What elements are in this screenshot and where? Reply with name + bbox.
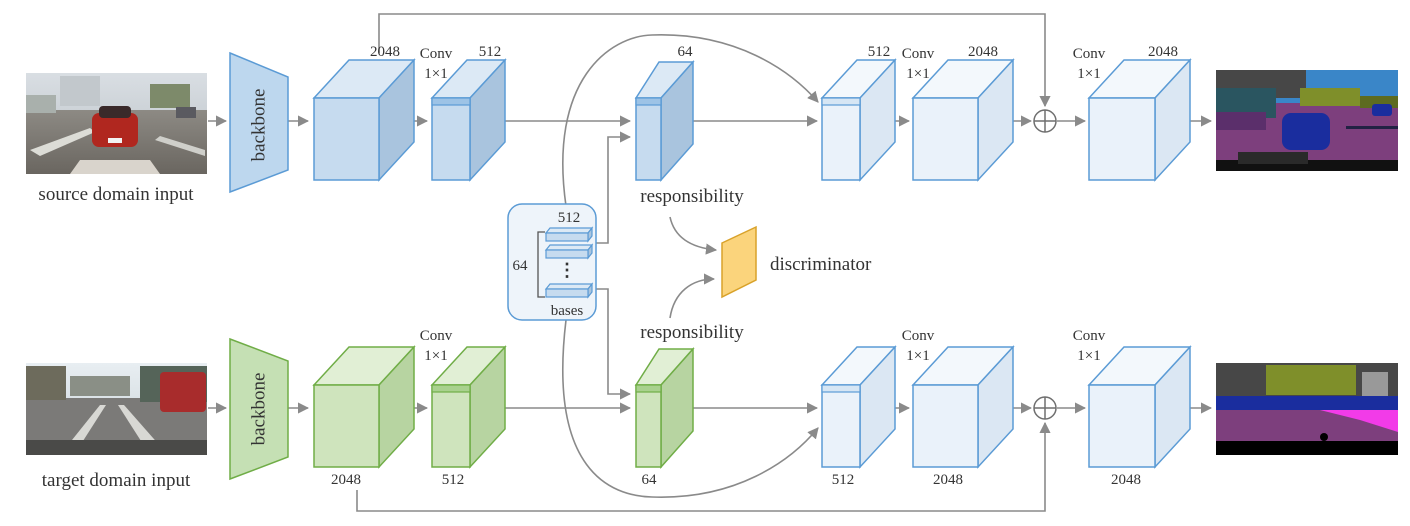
source-segmentation bbox=[1216, 70, 1398, 171]
bases-ellipsis: ⋮ bbox=[558, 260, 576, 280]
label-conv-source-2: Conv bbox=[902, 46, 935, 62]
bases-box bbox=[507, 203, 597, 321]
label-source-up-512: 512 bbox=[868, 44, 891, 60]
svg-text:backbone: backbone bbox=[249, 89, 270, 162]
svg-text:backbone: backbone bbox=[249, 373, 270, 446]
backbone-source: backbone bbox=[229, 51, 289, 194]
responsibility-label-top: responsibility bbox=[640, 186, 744, 207]
cube-source-64 bbox=[634, 60, 695, 182]
cube-source-512 bbox=[430, 58, 507, 182]
label-conv-source-2b: 1×1 bbox=[906, 66, 929, 82]
label-conv-source-1b: 1×1 bbox=[424, 66, 447, 82]
target-image bbox=[26, 363, 207, 455]
cube-target-up-512 bbox=[820, 345, 897, 469]
responsibility-label-bottom: responsibility bbox=[640, 322, 744, 343]
label-target-out-2048: 2048 bbox=[1111, 472, 1141, 488]
label-target-2048: 2048 bbox=[331, 472, 361, 488]
label-source-2048: 2048 bbox=[370, 44, 400, 60]
label-target-up-512: 512 bbox=[832, 472, 855, 488]
discriminator bbox=[721, 225, 757, 299]
label-source-512: 512 bbox=[479, 44, 502, 60]
label-conv-target-3b: 1×1 bbox=[1077, 348, 1100, 364]
sum-node-target bbox=[1033, 396, 1057, 420]
label-source-out-2048: 2048 bbox=[1148, 44, 1178, 60]
base-vector-2 bbox=[544, 243, 594, 260]
source-image bbox=[26, 73, 207, 174]
label-source-up-2048: 2048 bbox=[968, 44, 998, 60]
bases-dim-label: 512 bbox=[558, 210, 581, 226]
label-conv-target-1: Conv bbox=[420, 328, 453, 344]
cube-source-2048 bbox=[312, 58, 416, 182]
discriminator-label: discriminator bbox=[770, 254, 872, 275]
cube-target-up-2048 bbox=[911, 345, 1015, 469]
cube-target-2048 bbox=[312, 345, 416, 469]
base-vector-n bbox=[544, 282, 594, 299]
backbone-target: backbone bbox=[229, 337, 289, 481]
base-vector-1 bbox=[544, 226, 594, 243]
label-conv-source-3b: 1×1 bbox=[1077, 66, 1100, 82]
target-input-caption: target domain input bbox=[42, 470, 191, 491]
label-conv-source-1: Conv bbox=[420, 46, 453, 62]
label-conv-target-2b: 1×1 bbox=[906, 348, 929, 364]
source-input-caption: source domain input bbox=[38, 184, 194, 205]
label-conv-source-3: Conv bbox=[1073, 46, 1106, 62]
label-conv-target-3: Conv bbox=[1073, 328, 1106, 344]
sum-node-source bbox=[1033, 109, 1057, 133]
cube-source-up-2048 bbox=[911, 58, 1015, 182]
label-source-64: 64 bbox=[678, 44, 694, 60]
cube-target-64 bbox=[634, 347, 695, 469]
cube-target-out-2048 bbox=[1087, 345, 1192, 469]
bases-label: bases bbox=[551, 303, 584, 319]
target-segmentation bbox=[1216, 363, 1398, 455]
bases-bracket bbox=[537, 231, 545, 298]
cube-target-512 bbox=[430, 345, 507, 469]
label-target-512: 512 bbox=[442, 472, 465, 488]
text-labels: source domain input target domain input … bbox=[38, 44, 1178, 491]
label-conv-target-1b: 1×1 bbox=[424, 348, 447, 364]
bases-count-label: 64 bbox=[513, 258, 529, 274]
cube-source-up-512 bbox=[820, 58, 897, 182]
label-target-64: 64 bbox=[642, 472, 658, 488]
cube-source-out-2048 bbox=[1087, 58, 1192, 182]
label-target-up-2048: 2048 bbox=[933, 472, 963, 488]
label-conv-target-2: Conv bbox=[902, 328, 935, 344]
